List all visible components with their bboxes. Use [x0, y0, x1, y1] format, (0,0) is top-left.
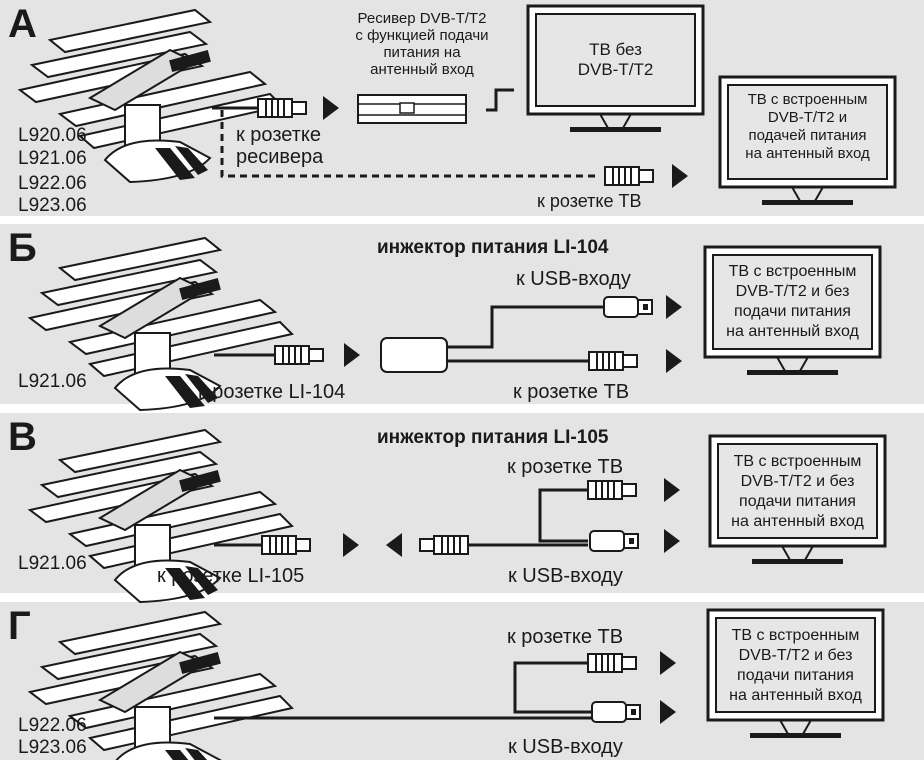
model-label: L922.06 [18, 173, 87, 194]
tv-caption: ТВ с встроенным DVB-T/T2 и подачей питан… [745, 91, 870, 162]
arrow-right-icon [666, 349, 682, 373]
section-b-letter: Б [8, 226, 37, 270]
tv-caption: ТВ с встроенным DVB-T/T2 и без подачи пи… [729, 627, 862, 704]
usb-plug-icon [591, 701, 641, 723]
arrow-right-icon [666, 295, 682, 319]
coax-plug-icon [274, 345, 324, 365]
coax-plug-icon [257, 98, 307, 118]
arrow-left-icon [386, 533, 402, 557]
label-usb: к USB-входу [508, 565, 623, 587]
injector-title: инжектор питания LI-104 [377, 237, 609, 258]
label-injector-socket: к розетке LI-104 [198, 381, 346, 403]
arrow-right-icon [664, 529, 680, 553]
tv-without-dvb-caption: ТВ без DVB-T/T2 [577, 40, 654, 79]
usb-plug-icon [603, 296, 653, 318]
section-a-letter: А [8, 2, 37, 46]
arrow-right-icon [344, 343, 360, 367]
tv-without-dvb-icon [526, 4, 705, 132]
model-label: L921.06 [18, 553, 87, 574]
tv-caption: ТВ с встроенным DVB-T/T2 и без подачи пи… [726, 263, 859, 340]
label-usb: к USB-входу [516, 268, 631, 290]
arrow-right-icon [323, 96, 339, 120]
model-label: L922.06 [18, 715, 87, 736]
label-tv-socket: к розетке ТВ [513, 381, 630, 403]
model-label: L921.06 [18, 148, 87, 169]
model-label: L923.06 [18, 195, 87, 216]
coax-plug-icon [604, 166, 654, 186]
coax-plug-icon [587, 653, 637, 673]
coax-plug-icon [419, 535, 469, 555]
arrow-right-icon [660, 700, 676, 724]
label-tv-socket: к розетке ТВ [507, 456, 624, 478]
receiver-caption: Ресивер DVB-T/T2 с функцией подачи питан… [355, 10, 489, 78]
injector-li104-icon [380, 337, 448, 373]
coax-plug-icon [587, 480, 637, 500]
model-label: L923.06 [18, 737, 87, 758]
usb-plug-icon [589, 530, 639, 552]
arrow-right-icon [343, 533, 359, 557]
model-label: L921.06 [18, 371, 87, 392]
coax-plug-icon [261, 535, 311, 555]
arrow-right-icon [672, 164, 688, 188]
label-tv-socket: к розетке ТВ [537, 191, 642, 211]
label-tv-socket: к розетке ТВ [507, 626, 624, 648]
label-usb: к USB-входу [508, 736, 623, 758]
arrow-right-icon [664, 478, 680, 502]
model-label: L920.06 [18, 125, 87, 146]
section-v-letter: В [8, 415, 37, 459]
label-receiver-socket: к розетке ресивера [236, 124, 324, 168]
section-g-letter: Г [8, 604, 31, 648]
coax-plug-icon [588, 351, 638, 371]
injector-title: инжектор питания LI-105 [377, 427, 609, 448]
arrow-right-icon [660, 651, 676, 675]
tv-caption: ТВ с встроенным DVB-T/T2 и без подачи пи… [731, 453, 864, 530]
label-injector-socket: к розетке LI-105 [157, 565, 305, 587]
